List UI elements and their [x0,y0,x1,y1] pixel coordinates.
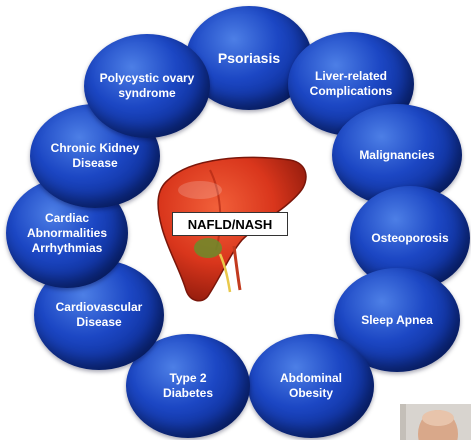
bubble-label: Cardiovascular Disease [56,300,143,330]
presenter-avatar-icon [400,404,471,440]
bubble-label: Abdominal Obesity [280,371,342,401]
bubble-label: Liver-related Complications [310,69,393,99]
bubble-label: Type 2 Diabetes [163,371,213,401]
bubble-label: Sleep Apnea [361,313,433,328]
bubble-label: Chronic Kidney Disease [51,141,140,171]
bubble-label: Psoriasis [218,51,280,66]
center-label: NAFLD/NASH [172,212,288,236]
bubble-abdominal-obesity: Abdominal Obesity [248,334,374,438]
bubble-label: Malignancies [359,148,434,163]
bubble-label: Cardiac Abnormalities Arrhythmias [27,211,107,256]
bubble-polycystic-ovary: Polycystic ovary syndrome [84,34,210,138]
bubble-label: Osteoporosis [371,231,448,246]
bubble-label: Polycystic ovary syndrome [100,71,195,101]
